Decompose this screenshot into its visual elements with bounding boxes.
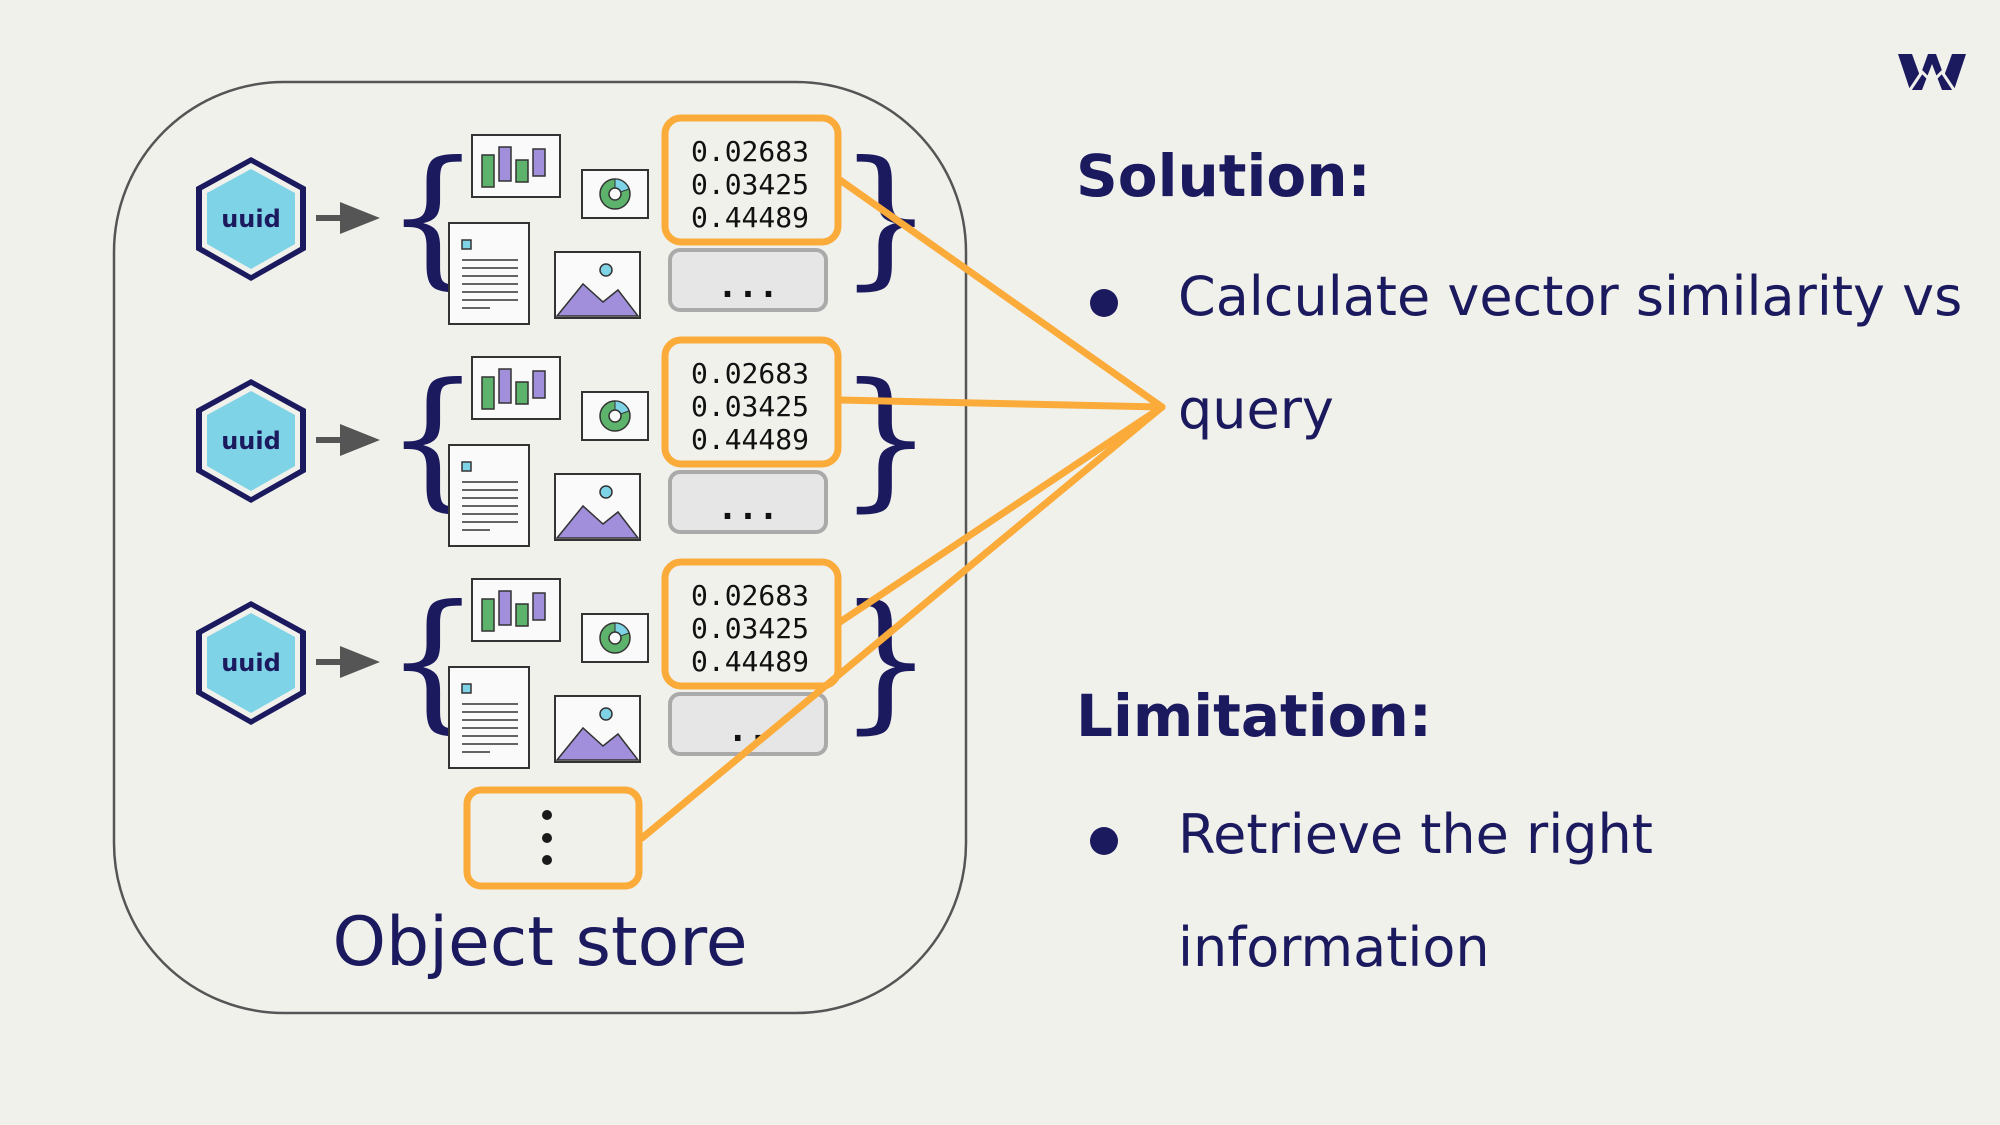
limitation-bullet: Retrieve the right information (1090, 778, 1790, 1004)
uuid-hexagon-icon: uuid (196, 601, 306, 725)
more-properties-box: ... (668, 248, 828, 312)
vector-value: 0.02683 (691, 579, 809, 612)
uuid-hexagon-icon: uuid (196, 157, 306, 281)
donut-chart-icon (581, 613, 649, 663)
object-store-container (112, 80, 968, 1015)
object-entry: uuid{}0.026830.034250.44489... (196, 336, 933, 547)
image-icon (554, 251, 641, 319)
vector-value: 0.44489 (691, 201, 809, 234)
more-properties-box: ... (668, 470, 828, 534)
bar-chart-icon (471, 356, 561, 420)
uuid-label: uuid (221, 649, 281, 677)
close-brace: } (838, 352, 933, 526)
bullet-icon (1090, 827, 1118, 855)
solution-bullet-text: Calculate vector similarity vs query (1178, 265, 1963, 441)
uuid-label: uuid (221, 427, 281, 455)
arrow-icon (316, 202, 380, 234)
arrow-icon (316, 646, 380, 678)
vector-value: 0.03425 (691, 390, 809, 423)
uuid-label: uuid (221, 205, 281, 233)
donut-chart-icon (581, 169, 649, 219)
vector-value: 0.03425 (691, 168, 809, 201)
vector-value: 0.44489 (691, 423, 809, 456)
more-label: ... (717, 488, 778, 528)
image-icon (554, 473, 641, 541)
limitation-heading: Limitation: (1076, 682, 1432, 750)
limitation-bullet-text: Retrieve the right information (1178, 803, 1653, 979)
close-brace: } (838, 130, 933, 304)
vector-value: 0.03425 (691, 612, 809, 645)
bar-chart-icon (471, 134, 561, 198)
more-label: ... (717, 266, 778, 306)
image-icon (554, 695, 641, 763)
vector-value: 0.02683 (691, 135, 809, 168)
donut-chart-icon (581, 391, 649, 441)
bullet-icon (1090, 289, 1118, 317)
object-store-label: Object store (332, 903, 747, 982)
solution-bullet: Calculate vector similarity vs query (1090, 240, 1970, 466)
bar-chart-icon (471, 578, 561, 642)
document-icon (448, 444, 530, 547)
limitation-bullets: Retrieve the right information (1090, 778, 1790, 1004)
vector-value: 0.44489 (691, 645, 809, 678)
object-entry: uuid{}0.026830.034250.44489... (196, 114, 933, 325)
solution-heading: Solution: (1076, 142, 1371, 210)
document-icon (448, 666, 530, 769)
vertical-ellipsis-icon (542, 810, 552, 820)
vector-value: 0.02683 (691, 357, 809, 390)
more-objects-box (463, 786, 643, 890)
uuid-hexagon-icon: uuid (196, 379, 306, 503)
weaviate-logo (1898, 54, 1966, 91)
similarity-lines (638, 176, 1166, 842)
more-label: .. (728, 710, 769, 750)
arrow-icon (316, 424, 380, 456)
document-icon (448, 222, 530, 325)
solution-bullets: Calculate vector similarity vs query (1090, 240, 1970, 466)
